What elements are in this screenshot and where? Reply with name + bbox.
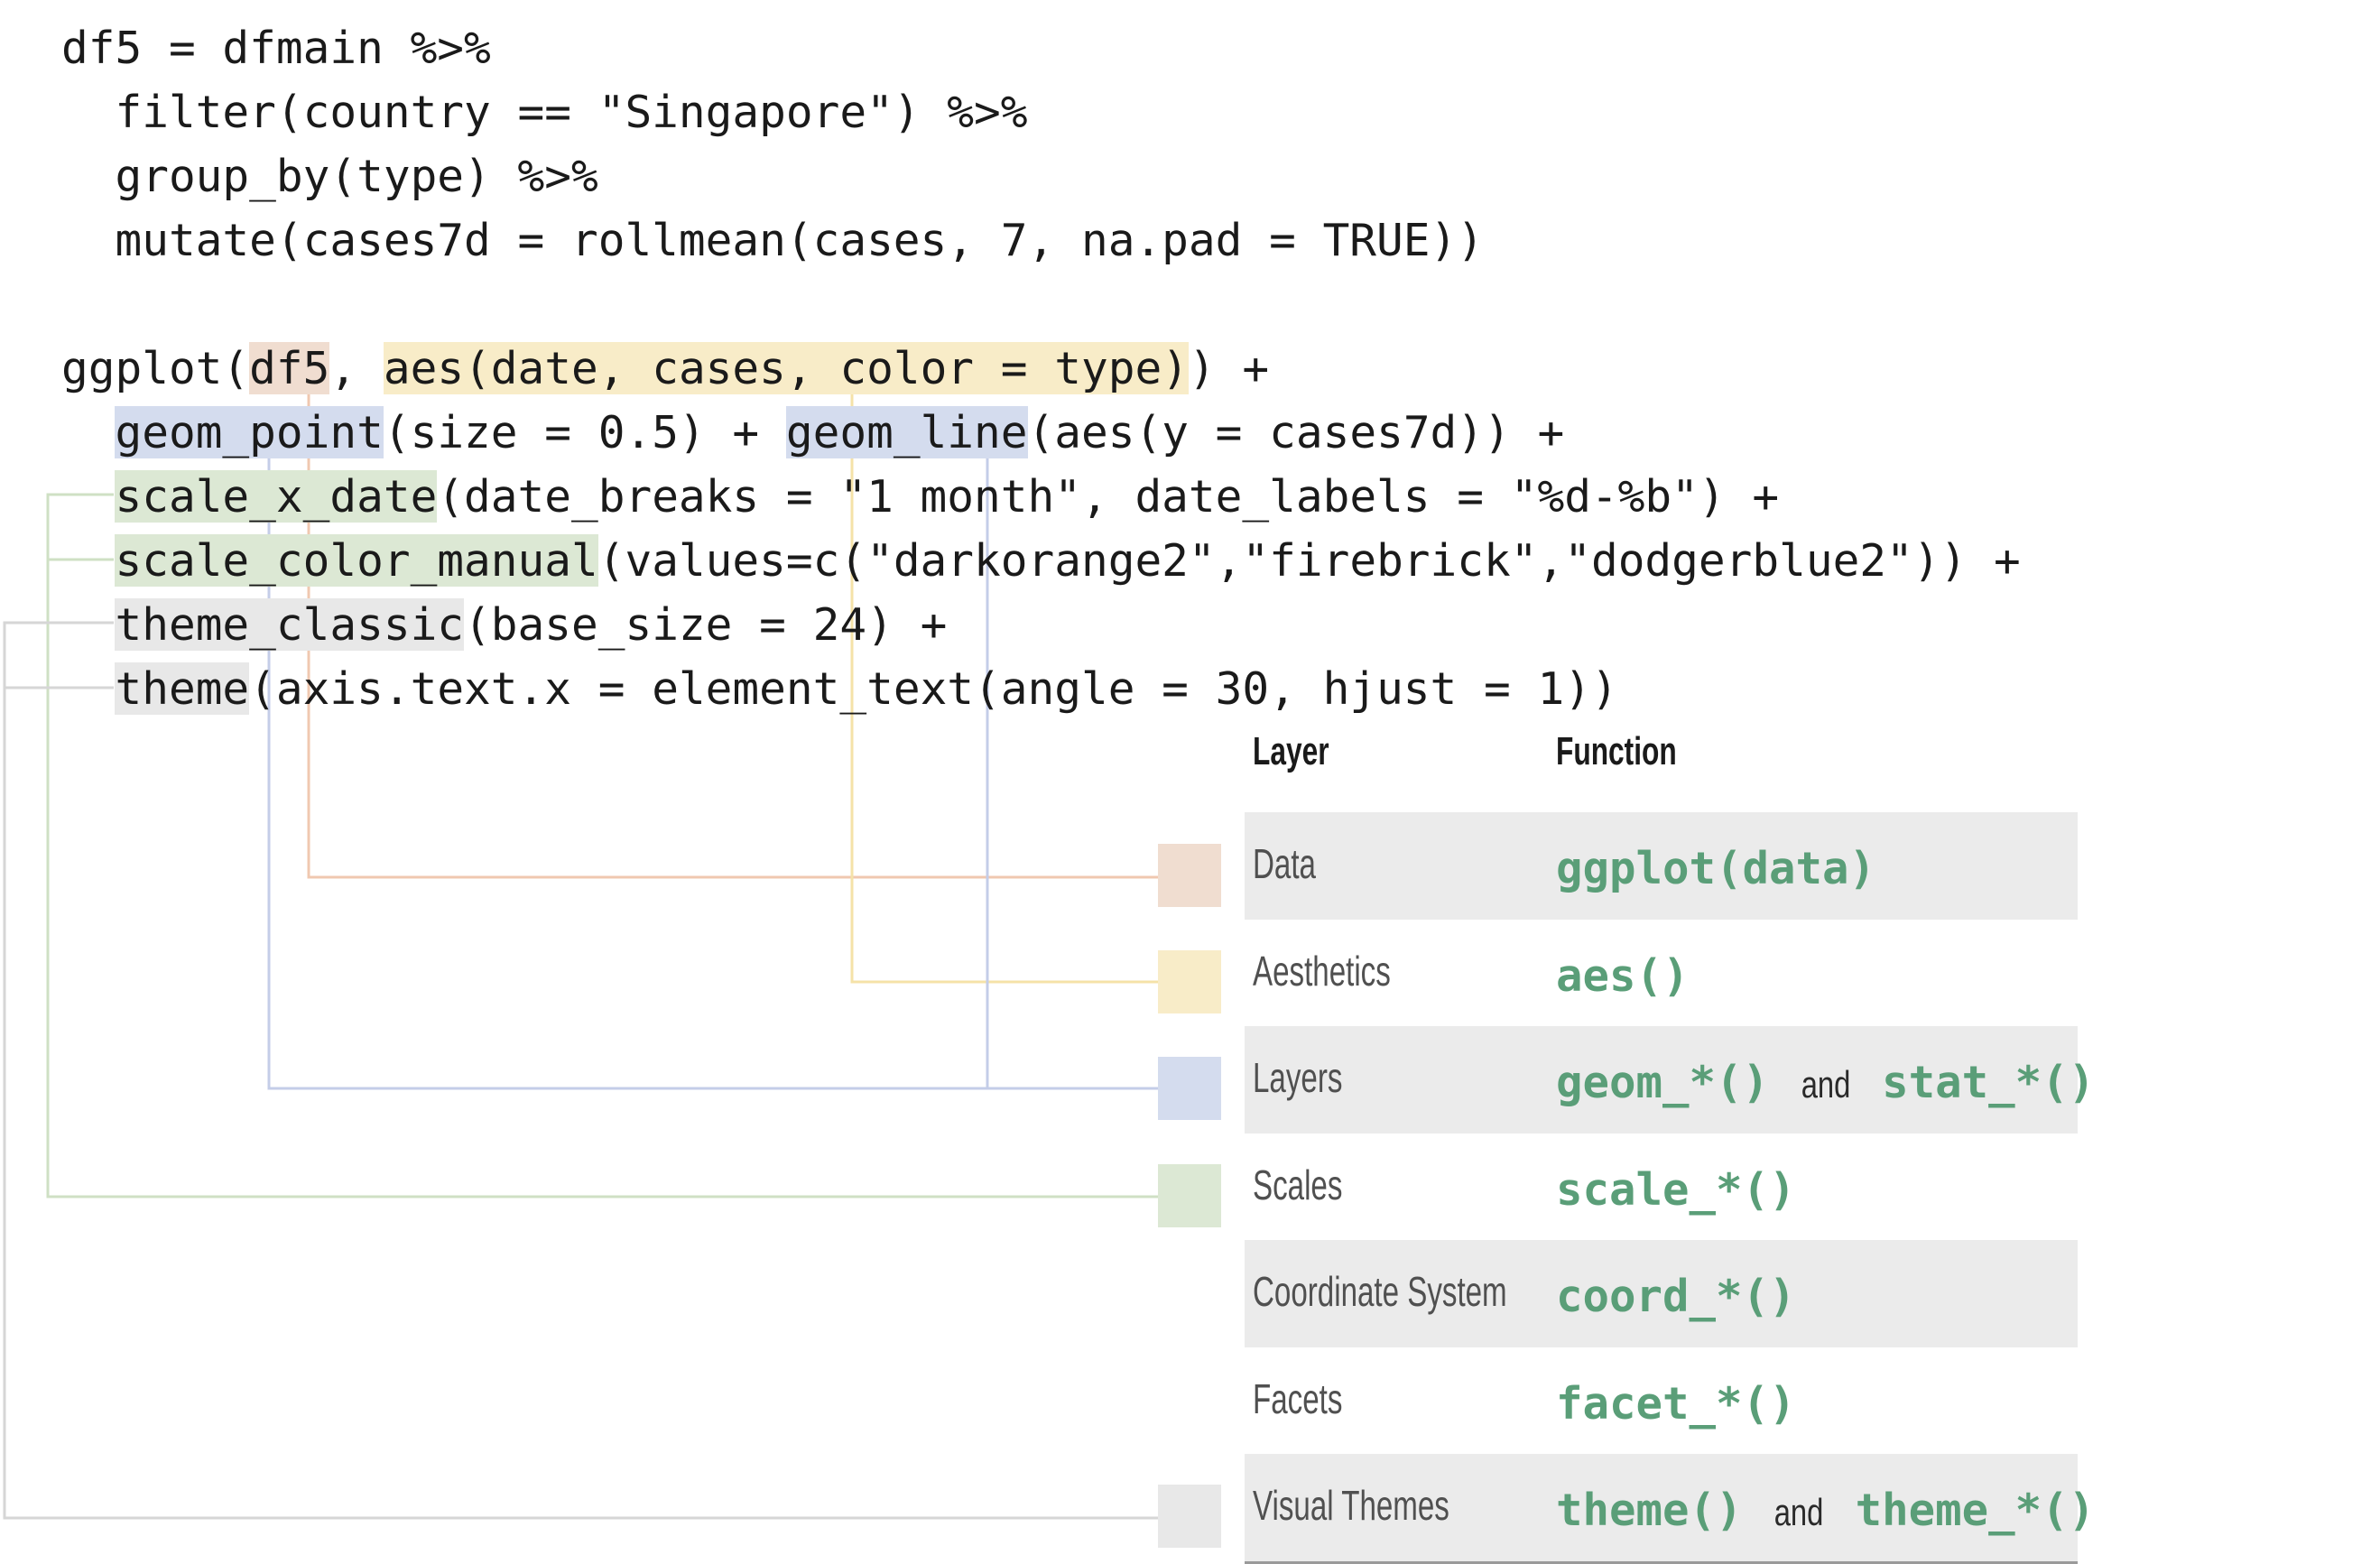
scale-color-manual-highlight: scale_color_manual bbox=[115, 534, 598, 587]
function-name: facet_*() bbox=[1556, 1378, 1796, 1430]
theme-highlight: theme bbox=[115, 662, 250, 715]
table-row: Scales scale_*() bbox=[1245, 1134, 2078, 1241]
function-code: theme_*() bbox=[1855, 1485, 2096, 1536]
indent bbox=[61, 662, 115, 715]
layer-name: Layers bbox=[1253, 1054, 1343, 1101]
code-line-1: df5 = dfmain %>% bbox=[61, 22, 491, 74]
function-code: stat_*() bbox=[1882, 1057, 2096, 1108]
code-line-blank bbox=[61, 273, 2021, 337]
code-line-ggplot: ggplot(df5, aes(date, cases, color = typ… bbox=[61, 337, 2021, 401]
grammar-table: Layer Function Data ggplot(data) Aesthet… bbox=[1245, 722, 2095, 1564]
code-line-3: group_by(type) %>% bbox=[61, 150, 598, 202]
table-row: Layers geom_*() and stat_*() bbox=[1245, 1026, 2095, 1134]
joiner-text: and bbox=[1773, 1491, 1824, 1533]
code-line-2: filter(country == "Singapore") %>% bbox=[61, 86, 1028, 138]
function-code: theme() bbox=[1556, 1485, 1743, 1536]
function-name: aes() bbox=[1556, 950, 1690, 1002]
scale-x-date-args: (date_breaks = "1 month", date_labels = … bbox=[437, 470, 1780, 523]
layer-name: Facets bbox=[1253, 1374, 1343, 1422]
table-row: Facets facet_*() bbox=[1245, 1347, 2078, 1455]
function-code: aes() bbox=[1556, 949, 1690, 1002]
layer-name: Aesthetics bbox=[1253, 947, 1391, 995]
function-name: coord_*() bbox=[1556, 1271, 1796, 1322]
function-code: coord_*() bbox=[1556, 1271, 1796, 1322]
code-line-theme-classic: theme_classic(base_size = 24) + bbox=[61, 593, 2021, 657]
aesthetics-connector bbox=[850, 361, 1158, 984]
layer-name: Data bbox=[1253, 840, 1316, 887]
geom-line-connector bbox=[986, 424, 1158, 1090]
function-code: scale_*() bbox=[1556, 1163, 1796, 1216]
code-close: ) + bbox=[1188, 342, 1270, 394]
code-separator: , bbox=[329, 342, 384, 394]
scale-color-manual-args: (values=c("darkorange2","firebrick","dod… bbox=[597, 534, 2021, 587]
themes-swatch bbox=[1158, 1485, 1221, 1548]
function-name: theme() and theme_*() bbox=[1556, 1485, 2095, 1536]
function-column-header: Function bbox=[1556, 729, 1677, 773]
data-swatch bbox=[1158, 844, 1221, 907]
geom-point-args: (size = 0.5) + bbox=[383, 406, 786, 458]
code-line-scale-color: scale_color_manual(values=c("darkorange2… bbox=[61, 529, 2021, 593]
theme-classic-connector bbox=[3, 621, 1158, 1520]
theme-args: (axis.text.x = element_text(angle = 30, … bbox=[249, 662, 1618, 715]
data-connector bbox=[307, 361, 1158, 879]
layer-name: Coordinate System bbox=[1253, 1268, 1507, 1315]
scale-x-date-connector bbox=[46, 493, 1158, 1198]
aes-highlight: aes(date, cases, color = type) bbox=[383, 342, 1189, 394]
scale-x-date-highlight: scale_x_date bbox=[115, 470, 438, 523]
indent bbox=[61, 534, 115, 587]
code-line-geom: geom_point(size = 0.5) + geom_line(aes(y… bbox=[61, 401, 2021, 465]
table-header: Layer Function bbox=[1245, 722, 2078, 812]
code-line-scale-x: scale_x_date(date_breaks = "1 month", da… bbox=[61, 465, 2021, 529]
scales-swatch bbox=[1158, 1164, 1221, 1227]
joiner-text: and bbox=[1801, 1063, 1850, 1106]
function-name: ggplot(data) bbox=[1556, 843, 1875, 894]
indent bbox=[61, 406, 115, 458]
data-highlight: df5 bbox=[249, 342, 330, 394]
aesthetics-swatch bbox=[1158, 950, 1221, 1013]
ggplot-call-text: ggplot( bbox=[61, 342, 250, 394]
function-code: ggplot(data) bbox=[1556, 843, 1876, 894]
layer-column-header: Layer bbox=[1253, 729, 1329, 773]
r-code-block: df5 = dfmain %>% filter(country == "Sing… bbox=[61, 16, 2021, 721]
table-row: Coordinate System coord_*() bbox=[1245, 1240, 2078, 1347]
table-row: Aesthetics aes() bbox=[1245, 920, 2078, 1027]
layer-name: Visual Themes bbox=[1253, 1482, 1449, 1529]
function-code: facet_*() bbox=[1556, 1377, 1796, 1430]
layer-name: Scales bbox=[1253, 1161, 1343, 1208]
function-name: geom_*() and stat_*() bbox=[1556, 1057, 2095, 1108]
geom-point-highlight: geom_point bbox=[115, 406, 384, 458]
code-line-4: mutate(cases7d = rollmean(cases, 7, na.p… bbox=[61, 214, 1484, 266]
table-row: Visual Themes theme() and theme_*() bbox=[1245, 1454, 2095, 1564]
layers-swatch bbox=[1158, 1057, 1221, 1120]
code-line-theme: theme(axis.text.x = element_text(angle =… bbox=[61, 657, 2021, 721]
indent bbox=[61, 598, 115, 651]
geom-line-args: (aes(y = cases7d)) + bbox=[1027, 406, 1565, 458]
indent bbox=[61, 470, 115, 523]
theme-classic-args: (base_size = 24) + bbox=[464, 598, 948, 651]
function-name: scale_*() bbox=[1556, 1164, 1796, 1216]
table-row: Data ggplot(data) bbox=[1245, 812, 2078, 920]
function-code: geom_*() bbox=[1556, 1057, 1770, 1108]
theme-classic-highlight: theme_classic bbox=[115, 598, 465, 651]
geom-line-highlight: geom_line bbox=[785, 406, 1028, 458]
